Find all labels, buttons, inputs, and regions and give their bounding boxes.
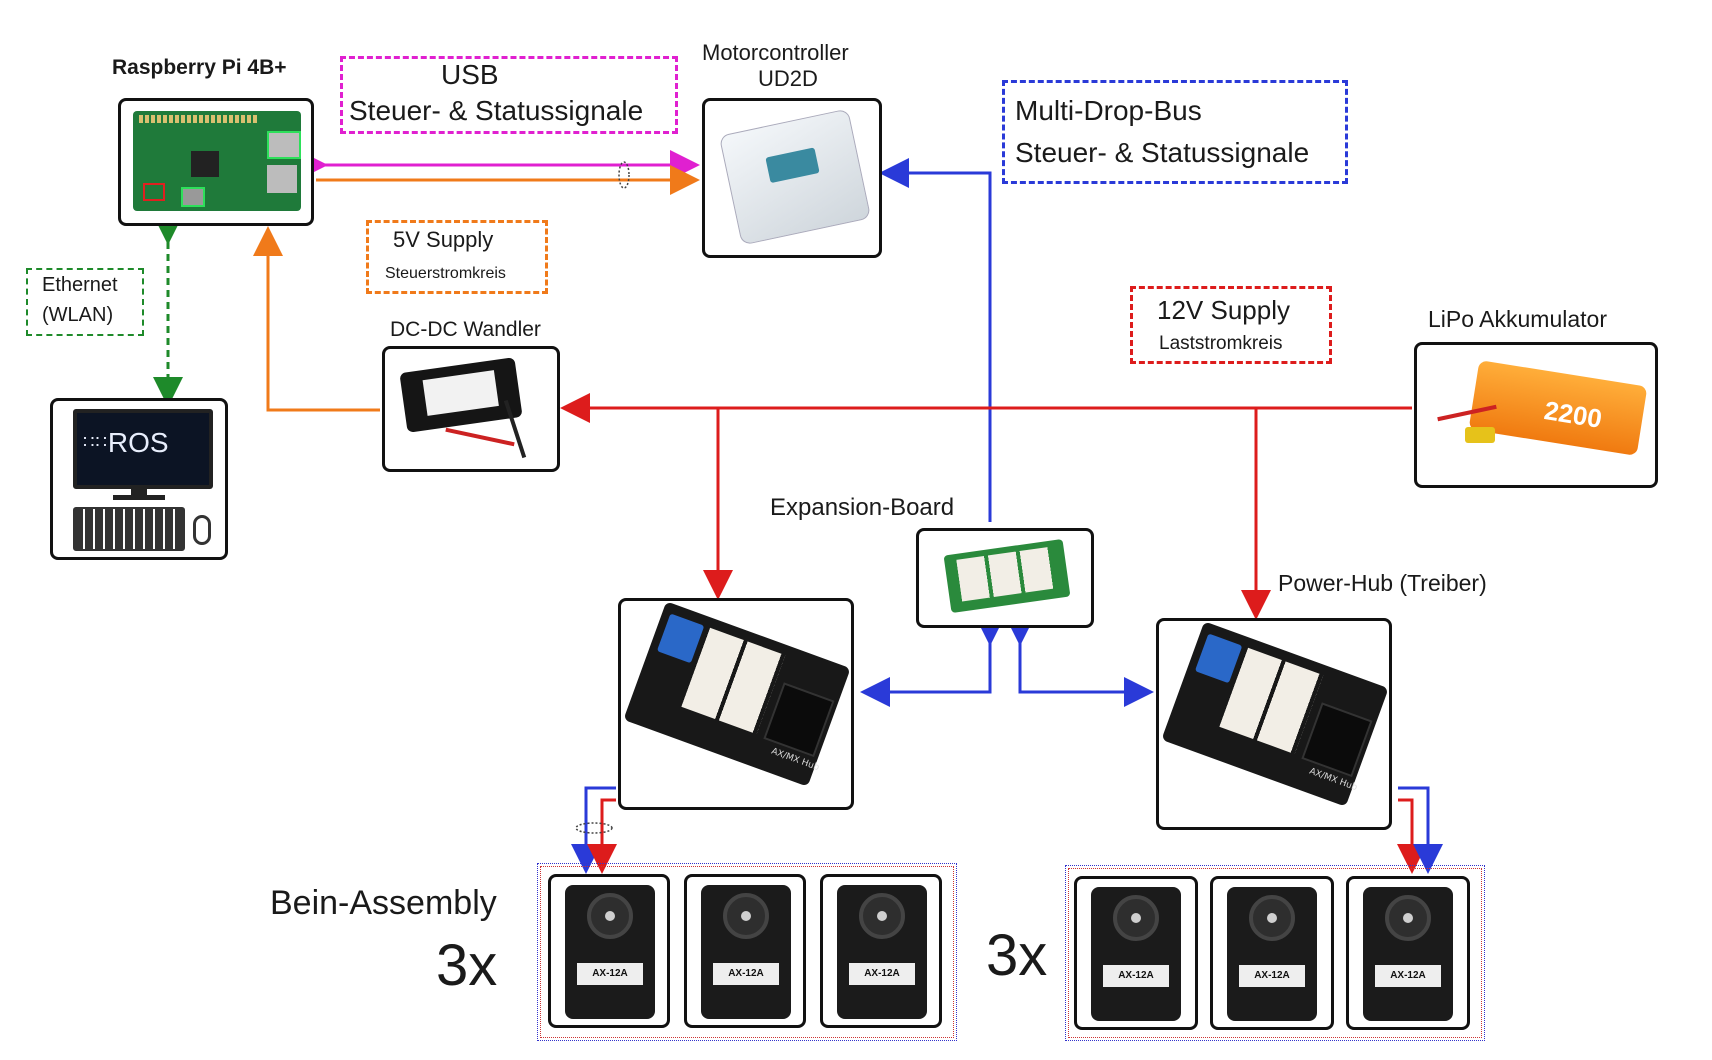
supply-12v-subtitle: Laststromkreis — [1159, 333, 1283, 354]
expansion-board-icon — [943, 538, 1071, 614]
bus-wire-left-servos — [571, 786, 616, 874]
servo-icon: AX-12A — [1227, 887, 1317, 1021]
bus-subtitle: Steuer- & Statussignale — [1015, 137, 1310, 168]
servo-icon: AX-12A — [1091, 887, 1181, 1021]
servo-count-left: 3x — [436, 933, 498, 998]
motorcontroller-box — [702, 98, 882, 258]
servo-icon: AX-12A — [837, 885, 927, 1019]
supply-5v-wire — [253, 226, 380, 412]
usb-subtitle: Steuer- & Statussignale — [349, 95, 644, 126]
bus-wire-controller — [879, 158, 992, 522]
servo-count-right: 3x — [986, 923, 1048, 988]
hub-board-icon: AX/MX Hub — [623, 601, 851, 787]
raspberry-pi-box — [118, 98, 314, 226]
bus-wire-right-servos — [1398, 786, 1443, 874]
power-hub-left: AX/MX Hub — [618, 598, 854, 810]
usb-label-box: USB Steuer- & Statussignale — [340, 56, 678, 134]
supply-12v-title: 12V Supply — [1157, 295, 1290, 325]
bein-assembly-label: Bein-Assembly — [270, 884, 497, 922]
servo-model-label: AX-12A — [1103, 965, 1169, 987]
servo-icon: AX-12A — [565, 885, 655, 1019]
servo-group-right — [1065, 865, 1485, 1041]
bus-wire-left-hub — [860, 616, 1005, 707]
supply-5v-label-box: 5V Supply Steuerstromkreis — [366, 220, 548, 294]
servo-model-label: AX-12A — [577, 963, 643, 985]
power-hub-right: AX/MX Hub — [1156, 618, 1392, 830]
servo-group-left — [537, 863, 957, 1041]
bus-label-box: Multi-Drop-Bus Steuer- & Statussignale — [1002, 80, 1348, 184]
servo-6: AX-12A — [1346, 876, 1470, 1030]
ros-computer-box: ∷∷ROS — [50, 398, 228, 560]
raspberry-board-icon — [133, 111, 301, 211]
power-wire-right-servos — [1397, 798, 1427, 874]
bus-wire-right-hub — [1005, 616, 1154, 707]
servo-2: AX-12A — [684, 874, 806, 1028]
servo-1: AX-12A — [548, 874, 670, 1028]
ethernet-label-box: Ethernet (WLAN) — [26, 268, 144, 336]
powerhub-label: Power-Hub (Treiber) — [1278, 570, 1487, 596]
supply-5v-title: 5V Supply — [393, 227, 494, 252]
servo-4: AX-12A — [1074, 876, 1198, 1030]
expansion-board-box — [916, 528, 1094, 628]
supply-5v-subtitle: Steuerstromkreis — [385, 265, 506, 282]
monitor-icon: ∷∷ROS — [73, 409, 213, 489]
power-wire-left-servos — [587, 798, 617, 874]
dcdc-label: DC-DC Wandler — [390, 318, 541, 341]
bus-title: Multi-Drop-Bus — [1015, 95, 1202, 126]
keyboard-icon — [73, 507, 185, 551]
motorcontroller-model: UD2D — [758, 66, 818, 91]
servo-icon: AX-12A — [701, 885, 791, 1019]
usb-title: USB — [441, 59, 499, 90]
ros-label: ∷∷ROS — [83, 427, 169, 458]
hub-board-icon: AX/MX Hub — [1161, 621, 1389, 807]
servo-model-label: AX-12A — [1375, 965, 1441, 987]
motorcontroller-label: Motorcontroller — [702, 40, 849, 65]
dcdc-box — [382, 346, 560, 472]
servo-model-label: AX-12A — [1239, 965, 1305, 987]
supply-12v-label-box: 12V Supply Laststromkreis — [1130, 286, 1332, 364]
ud2d-device-icon — [718, 108, 872, 246]
ethernet-title: Ethernet — [42, 274, 118, 296]
servo-model-label: AX-12A — [849, 963, 915, 985]
raspberry-label: Raspberry Pi 4B+ — [112, 56, 287, 79]
ethernet-subtitle: (WLAN) — [42, 304, 114, 326]
dcdc-device-icon — [399, 357, 523, 433]
servo-model-label: AX-12A — [713, 963, 779, 985]
lipo-box: 2200 — [1414, 342, 1658, 488]
expansion-label: Expansion-Board — [770, 494, 955, 521]
mouse-icon — [193, 515, 211, 545]
servo-5: AX-12A — [1210, 876, 1334, 1030]
servo-3: AX-12A — [820, 874, 942, 1028]
servo-icon: AX-12A — [1363, 887, 1453, 1021]
lipo-label: LiPo Akkumulator — [1428, 306, 1607, 332]
